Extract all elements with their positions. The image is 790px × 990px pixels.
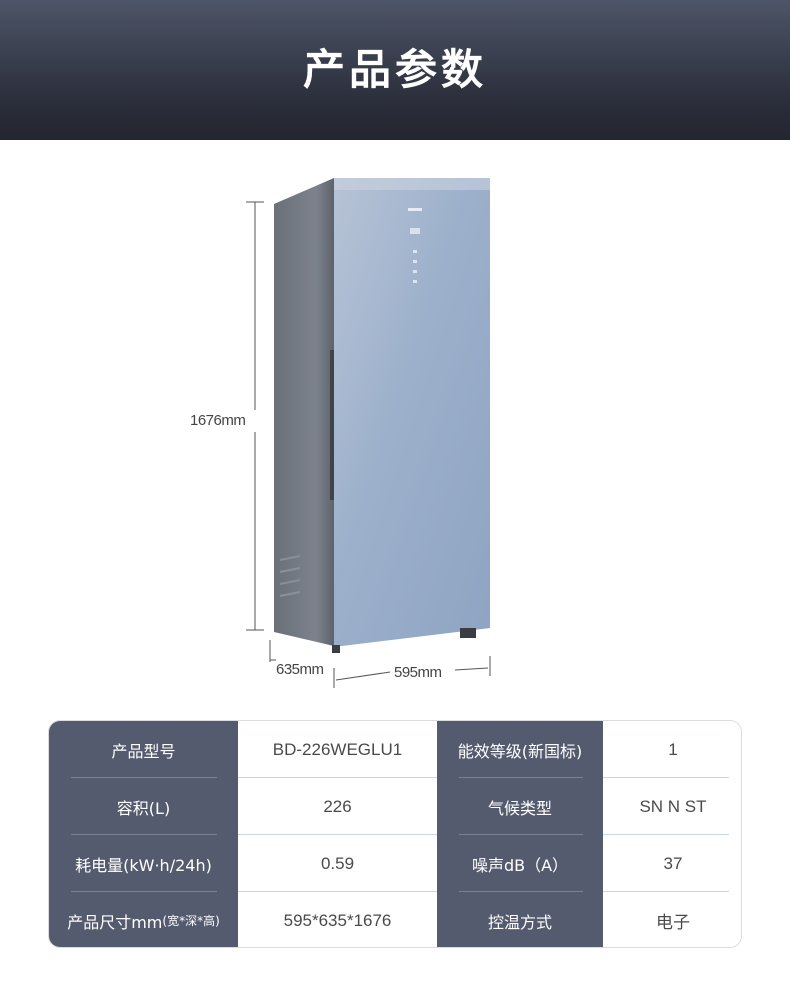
product-figure: 1676mm 635mm 595mm: [0, 140, 790, 710]
row-divider: [71, 834, 217, 835]
row-divider: [459, 777, 583, 778]
door-handle: [330, 350, 334, 500]
spec-label: 耗电量(kW·h/24h): [49, 835, 238, 892]
freezer-side: [274, 178, 334, 646]
row-divider: [238, 834, 437, 835]
spec-label-suffix: (宽*深*高): [162, 914, 220, 928]
row-divider: [603, 891, 729, 892]
spec-table: 产品型号 BD-226WEGLU1 能效等级(新国标) 1 容积(L) 226 …: [48, 720, 742, 948]
spec-value: SN N ST: [603, 778, 741, 835]
spec-label: 气候类型: [437, 778, 603, 835]
freezer-illustration: [246, 178, 491, 688]
spec-value: 1: [603, 721, 741, 778]
spec-label: 产品尺寸mm: [67, 912, 163, 932]
row-divider: [238, 777, 437, 778]
header-banner: 产品参数: [0, 0, 790, 140]
spec-label: 容积(L): [49, 778, 238, 835]
spec-value: BD-226WEGLU1: [238, 721, 437, 778]
spec-label: 噪声dB（A）: [437, 835, 603, 892]
spec-label-size: 产品尺寸mm(宽*深*高): [49, 892, 238, 947]
row-divider: [603, 777, 729, 778]
table-row: 产品型号 BD-226WEGLU1 能效等级(新国标) 1: [49, 721, 741, 778]
table-row: 产品尺寸mm(宽*深*高) 595*635*1676 控温方式 电子: [49, 892, 741, 947]
spec-value: 226: [238, 778, 437, 835]
spec-label: 控温方式: [437, 892, 603, 947]
row-divider: [459, 891, 583, 892]
spec-value: 0.59: [238, 835, 437, 892]
depth-dimension: 635mm: [276, 661, 324, 678]
row-divider: [603, 834, 729, 835]
table-row: 容积(L) 226 气候类型 SN N ST: [49, 778, 741, 835]
row-divider: [238, 891, 437, 892]
page-title: 产品参数: [302, 44, 487, 94]
spec-label: 能效等级(新国标): [437, 721, 603, 778]
freezer-door: [334, 178, 490, 646]
height-dimension: 1676mm: [190, 412, 246, 429]
spec-value: 37: [603, 835, 741, 892]
width-dimension: 595mm: [394, 664, 442, 681]
row-divider: [71, 891, 217, 892]
row-divider: [71, 777, 217, 778]
spec-value: 电子: [603, 892, 741, 947]
spec-value: 595*635*1676: [238, 892, 437, 947]
spec-label: 产品型号: [49, 721, 238, 778]
table-row: 耗电量(kW·h/24h) 0.59 噪声dB（A） 37: [49, 835, 741, 892]
row-divider: [459, 834, 583, 835]
